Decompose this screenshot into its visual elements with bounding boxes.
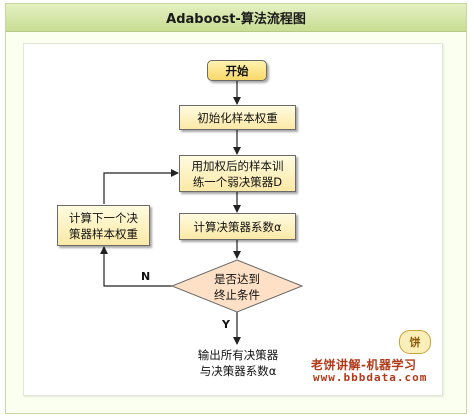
start-node: 开始 xyxy=(207,60,267,81)
compute-coef-label: 计算决策器系数α xyxy=(193,219,282,234)
watermark-url: www.bbbdata.com xyxy=(313,371,428,384)
edge-decision-update xyxy=(100,246,172,287)
decision-node: 是否达到 终止条件 xyxy=(195,270,279,304)
decision-label-line1: 是否达到 xyxy=(214,272,260,286)
edge-label-yes: Y xyxy=(222,318,230,331)
update-weights-node: 计算下一个决 策器样本权重 xyxy=(57,205,150,246)
init-weights-node: 初始化样本权重 xyxy=(179,105,296,130)
edge-label-no: N xyxy=(141,270,151,283)
diagram-title: Adaboost-算法流程图 xyxy=(6,4,466,32)
update-label-line2: 策器样本权重 xyxy=(69,226,138,241)
output-node: 输出所有决策器 与决策器系数α xyxy=(186,346,290,380)
watermark-badge: 饼 xyxy=(399,330,431,354)
init-weights-label: 初始化样本权重 xyxy=(197,110,278,125)
train-label-line2: 练一个弱决策器D xyxy=(192,174,283,189)
compute-coefficient-node: 计算决策器系数α xyxy=(179,213,296,240)
output-label-line2: 与决策器系数α xyxy=(199,364,277,378)
start-label: 开始 xyxy=(225,63,249,78)
watermark-badge-text: 饼 xyxy=(409,336,421,349)
train-label-line1: 用加权后的样本训 xyxy=(191,158,284,173)
decision-diamond xyxy=(170,259,304,313)
train-weak-learner-node: 用加权后的样本训 练一个弱决策器D xyxy=(179,155,296,192)
edge-update-train xyxy=(103,169,179,204)
watermark-text: 老饼讲解-机器学习 xyxy=(311,358,417,372)
decision-label-line2: 终止条件 xyxy=(214,288,260,302)
update-label-line1: 计算下一个决 xyxy=(69,210,138,225)
output-label-line1: 输出所有决策器 xyxy=(197,348,279,362)
